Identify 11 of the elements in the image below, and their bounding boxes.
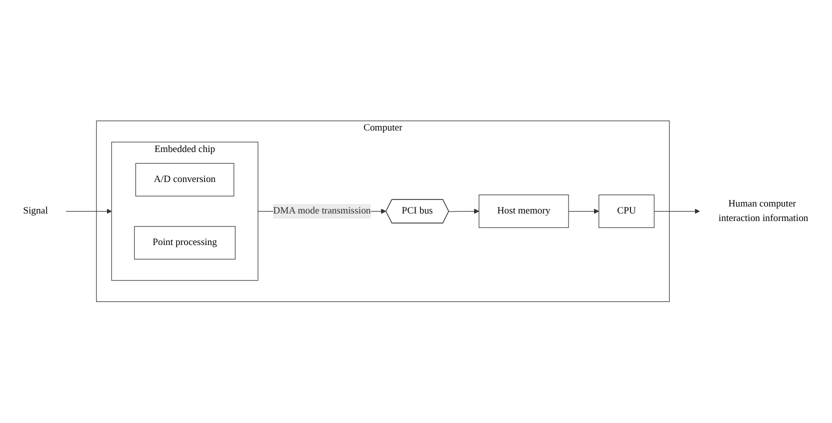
arrow: [654, 208, 700, 214]
arrow: [568, 208, 600, 214]
node-text: Human computer interaction information: [718, 198, 808, 224]
edge-label: DMA mode transmission: [273, 206, 371, 216]
arrow: [66, 208, 112, 214]
node-box: A/D conversion: [135, 163, 234, 197]
node-text: Signal: [23, 206, 48, 216]
node-box: Host memory: [478, 194, 569, 228]
node-box: Point processing: [134, 226, 236, 260]
node-box: CPU: [598, 194, 654, 228]
arrow: [448, 208, 480, 214]
